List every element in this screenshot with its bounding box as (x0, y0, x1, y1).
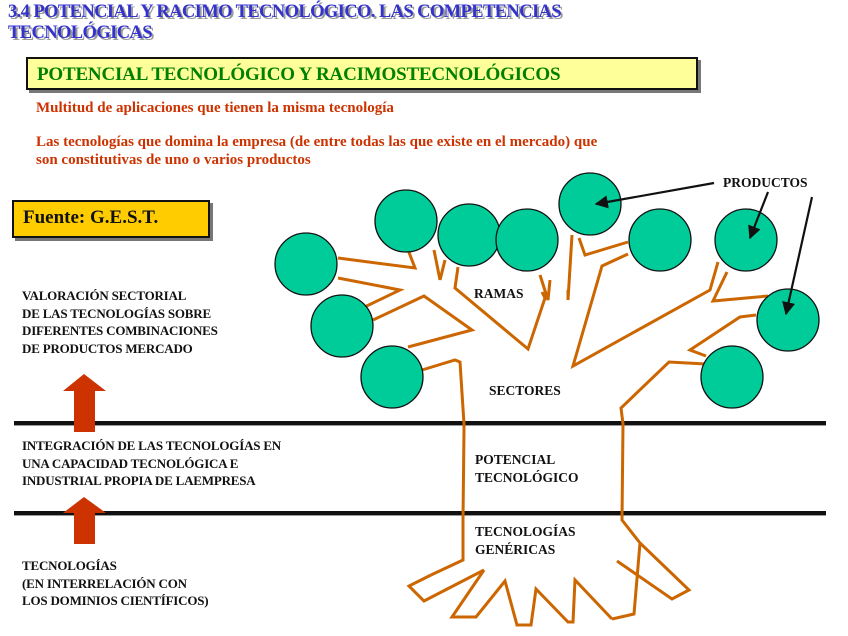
definition-potencial: Las tecnologías que domina la empresa (d… (36, 133, 597, 169)
tecnologias-line: LOS DOMINIOS CIENTÍFICOS) (22, 593, 209, 608)
source-text: Fuente: G.E.S.T. (23, 207, 159, 228)
label-tecnologias-dominios: TECNOLOGÍAS (EN INTERRELACIÓN CON LOS DO… (22, 557, 209, 610)
valoracion-line: DE PRODUCTOS MERCADO (22, 340, 193, 356)
up-arrows (63, 374, 106, 544)
label-genericas-line-1: TECNOLOGÍAS (475, 524, 576, 539)
product-circle (374, 189, 438, 253)
definition-potencial-line-2: son constitutivas de uno o varios produc… (36, 152, 311, 168)
valoracion-line: DIFERENTES COMBINACIONES (22, 323, 218, 338)
product-circle (756, 288, 820, 352)
product-circle (495, 208, 559, 272)
productos-pointers (594, 181, 814, 316)
valoracion-line: VALORACIÓN SECTORIAL (22, 288, 187, 303)
valoracion-line: DE LAS TECNOLOGÍAS SOBRE (22, 305, 211, 321)
tecnologias-line: (EN INTERRELACIÓN CON (22, 575, 187, 591)
pointer-arrow-icon (748, 191, 770, 240)
product-circle (437, 203, 501, 267)
tecnologias-line: TECNOLOGÍAS (22, 558, 117, 573)
up-arrow-icon (63, 497, 106, 544)
source-box: Fuente: G.E.S.T. (12, 200, 210, 238)
product-circle (628, 208, 692, 272)
pointer-arrow-icon (594, 181, 715, 209)
section-banner: POTENCIAL TECNOLÓGICO Y RACIMOSTECNOLÓGI… (26, 57, 698, 90)
label-ramas: RAMAS (474, 286, 524, 301)
divider-line-upper (14, 421, 826, 426)
banner-text: POTENCIAL TECNOLÓGICO Y RACIMOSTECNOLÓGI… (37, 64, 561, 85)
label-productos: PRODUCTOS (723, 175, 808, 190)
product-circle (360, 345, 424, 409)
label-genericas-line-2: GENÉRICAS (475, 542, 556, 557)
product-circles (274, 172, 820, 409)
label-potencial-line-1: POTENCIAL (475, 452, 556, 467)
label-potencial-tecnologico: POTENCIAL TECNOLÓGICO (475, 451, 579, 487)
slide-title: 3.4 POTENCIAL Y RACIMO TECNOLÓGICO. LAS … (8, 2, 768, 44)
divider-line-lower (14, 511, 826, 516)
label-integracion: INTEGRACIÓN DE LAS TECNOLOGÍAS EN UNA CA… (22, 437, 281, 490)
product-circle (558, 172, 622, 236)
label-tecnologias-genericas: TECNOLOGÍAS GENÉRICAS (475, 523, 576, 559)
definition-potencial-line-1: Las tecnologías que domina la empresa (d… (36, 134, 598, 150)
title-line-1: 3.4 POTENCIAL Y RACIMO TECNOLÓGICO. LAS … (8, 2, 562, 22)
integracion-line: INDUSTRIAL PROPIA DE LAEMPRESA (22, 473, 256, 488)
label-valoracion-sectorial: VALORACIÓN SECTORIAL DE LAS TECNOLOGÍAS … (22, 287, 218, 357)
product-circle (310, 294, 374, 358)
pointer-arrow-icon (782, 196, 814, 316)
tree-branches (337, 234, 769, 627)
product-circle (714, 208, 778, 272)
product-circle (700, 345, 764, 409)
label-sectores: SECTORES (489, 383, 561, 398)
product-circle (274, 232, 338, 296)
title-line-2: TECNOLÓGICAS (8, 23, 153, 43)
definition-racimo: Multitud de aplicaciones que tienen la m… (36, 100, 394, 116)
up-arrow-icon (63, 374, 106, 432)
integracion-line: UNA CAPACIDAD TECNOLÓGICA E (22, 455, 239, 471)
label-potencial-line-2: TECNOLÓGICO (475, 470, 579, 485)
integracion-line: INTEGRACIÓN DE LAS TECNOLOGÍAS EN (22, 438, 281, 453)
